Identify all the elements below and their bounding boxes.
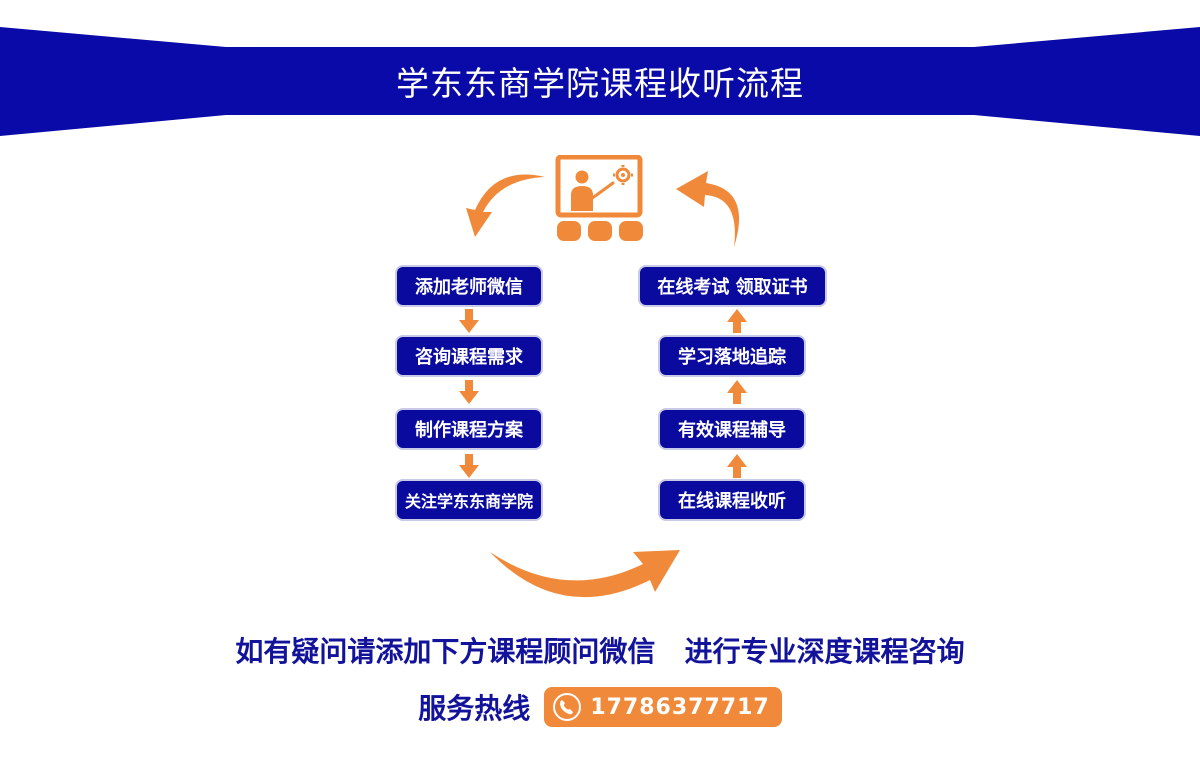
step-label: 添加老师微信 xyxy=(415,277,523,298)
page-title: 学东东商学院课程收听流程 xyxy=(396,64,804,103)
step-label: 在线课程收听 xyxy=(678,491,786,512)
header-banner-background xyxy=(0,27,1200,136)
arrow-down-icon xyxy=(459,380,479,404)
curved-arrow-bottom-icon xyxy=(490,550,680,598)
arrow-up-icon xyxy=(727,454,747,478)
arrow-up-icon xyxy=(727,309,747,333)
curved-arrow-top-right-icon xyxy=(676,171,740,247)
step-online-course-listening: 在线课程收听 xyxy=(660,481,804,519)
step-course-tutoring: 有效课程辅导 xyxy=(660,410,804,448)
step-label: 有效课程辅导 xyxy=(678,420,786,441)
hotline-label: 服务热线 xyxy=(418,692,531,725)
step-online-exam-certificate: 在线考试 领取证书 xyxy=(640,267,825,305)
hotline-row: 服务热线 17786377717 xyxy=(0,686,1200,728)
step-learning-tracking: 学习落地追踪 xyxy=(660,337,804,375)
arrow-down-icon xyxy=(459,454,479,478)
header-banner: 学东东商学院课程收听流程 xyxy=(226,47,974,115)
arrow-up-icon xyxy=(727,380,747,404)
curved-arrow-top-left-icon xyxy=(466,174,545,237)
step-label: 咨询课程需求 xyxy=(415,347,523,368)
banner-right-wing xyxy=(974,27,1200,136)
step-create-course-plan: 制作课程方案 xyxy=(397,410,541,448)
step-add-teacher-wechat: 添加老师微信 xyxy=(397,267,541,305)
step-label: 学习落地追踪 xyxy=(678,347,786,368)
phone-number: 17786377717 xyxy=(590,694,770,720)
step-label: 关注学东东商学院 xyxy=(404,492,533,511)
step-label: 在线考试 领取证书 xyxy=(657,277,808,298)
step-label: 制作课程方案 xyxy=(415,420,523,441)
phone-badge[interactable]: 17786377717 xyxy=(544,687,782,727)
teacher-presentation-icon xyxy=(555,155,643,241)
gear-icon xyxy=(613,165,633,185)
phone-icon xyxy=(553,693,582,721)
banner-left-wing xyxy=(0,27,226,136)
step-consult-course-needs: 咨询课程需求 xyxy=(397,337,541,375)
consultation-text: 如有疑问请添加下方课程顾问微信 进行专业深度课程咨询 xyxy=(235,635,965,668)
arrow-down-icon xyxy=(459,309,479,333)
step-follow-academy: 关注学东东商学院 xyxy=(397,481,541,519)
